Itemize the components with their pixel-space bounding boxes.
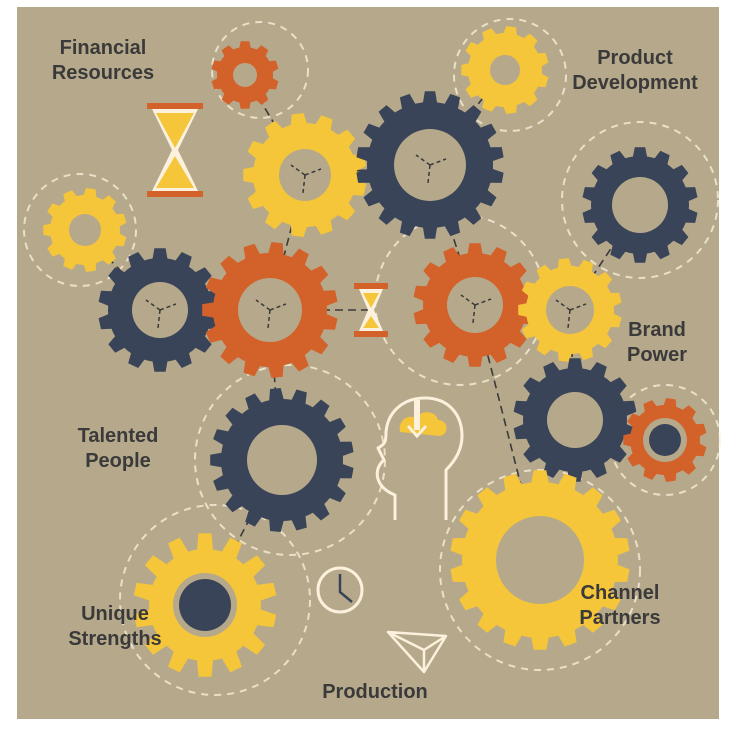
label-financial-resources: Financial Resources: [51, 37, 155, 84]
gear-spoke-2: [415, 154, 447, 184]
paper-plane-icon: [386, 630, 448, 674]
gear-spoke-5: [555, 299, 587, 329]
orange-small-gear-icon: [211, 41, 279, 109]
label-unique-strengths: Unique Strengths: [68, 603, 162, 650]
dashed-ring-1: [211, 21, 309, 119]
gear-spoke-4: [460, 294, 492, 324]
navy-gear-icon: [513, 358, 637, 482]
hourglass-icon: [147, 103, 203, 197]
dashed-ring-7: [119, 504, 311, 696]
clock-icon: [316, 566, 364, 614]
yellow-gear-icon: [133, 533, 277, 677]
label-talented-people: Talented People: [77, 425, 159, 472]
yellow-small-gear-icon: [43, 188, 127, 272]
label-product-development: Product Development: [572, 47, 698, 94]
gear-spoke-1: [290, 164, 322, 194]
dashed-ring-8: [439, 469, 641, 671]
orange-small-gear-icon: [623, 398, 707, 482]
head-download-icon: [375, 396, 464, 520]
yellow-small-gear-icon: [461, 26, 549, 114]
dashed-ring-2: [453, 18, 567, 132]
connector-line-4: [269, 174, 306, 311]
navy-gear-icon: [210, 388, 354, 532]
yellow-large-gear-icon: [450, 470, 630, 650]
dashed-ring-3: [561, 121, 719, 279]
gear-spoke-6: [145, 299, 177, 329]
label-channel-partners: Channel Partners: [579, 582, 661, 629]
dashed-ring-4: [23, 173, 137, 287]
label-brand-power: Brand Power: [626, 319, 688, 366]
navy-gear-icon: [582, 147, 698, 263]
gear-spoke-3: [255, 299, 287, 329]
label-production: Production: [322, 681, 428, 703]
hourglass-small-icon: [354, 283, 388, 337]
